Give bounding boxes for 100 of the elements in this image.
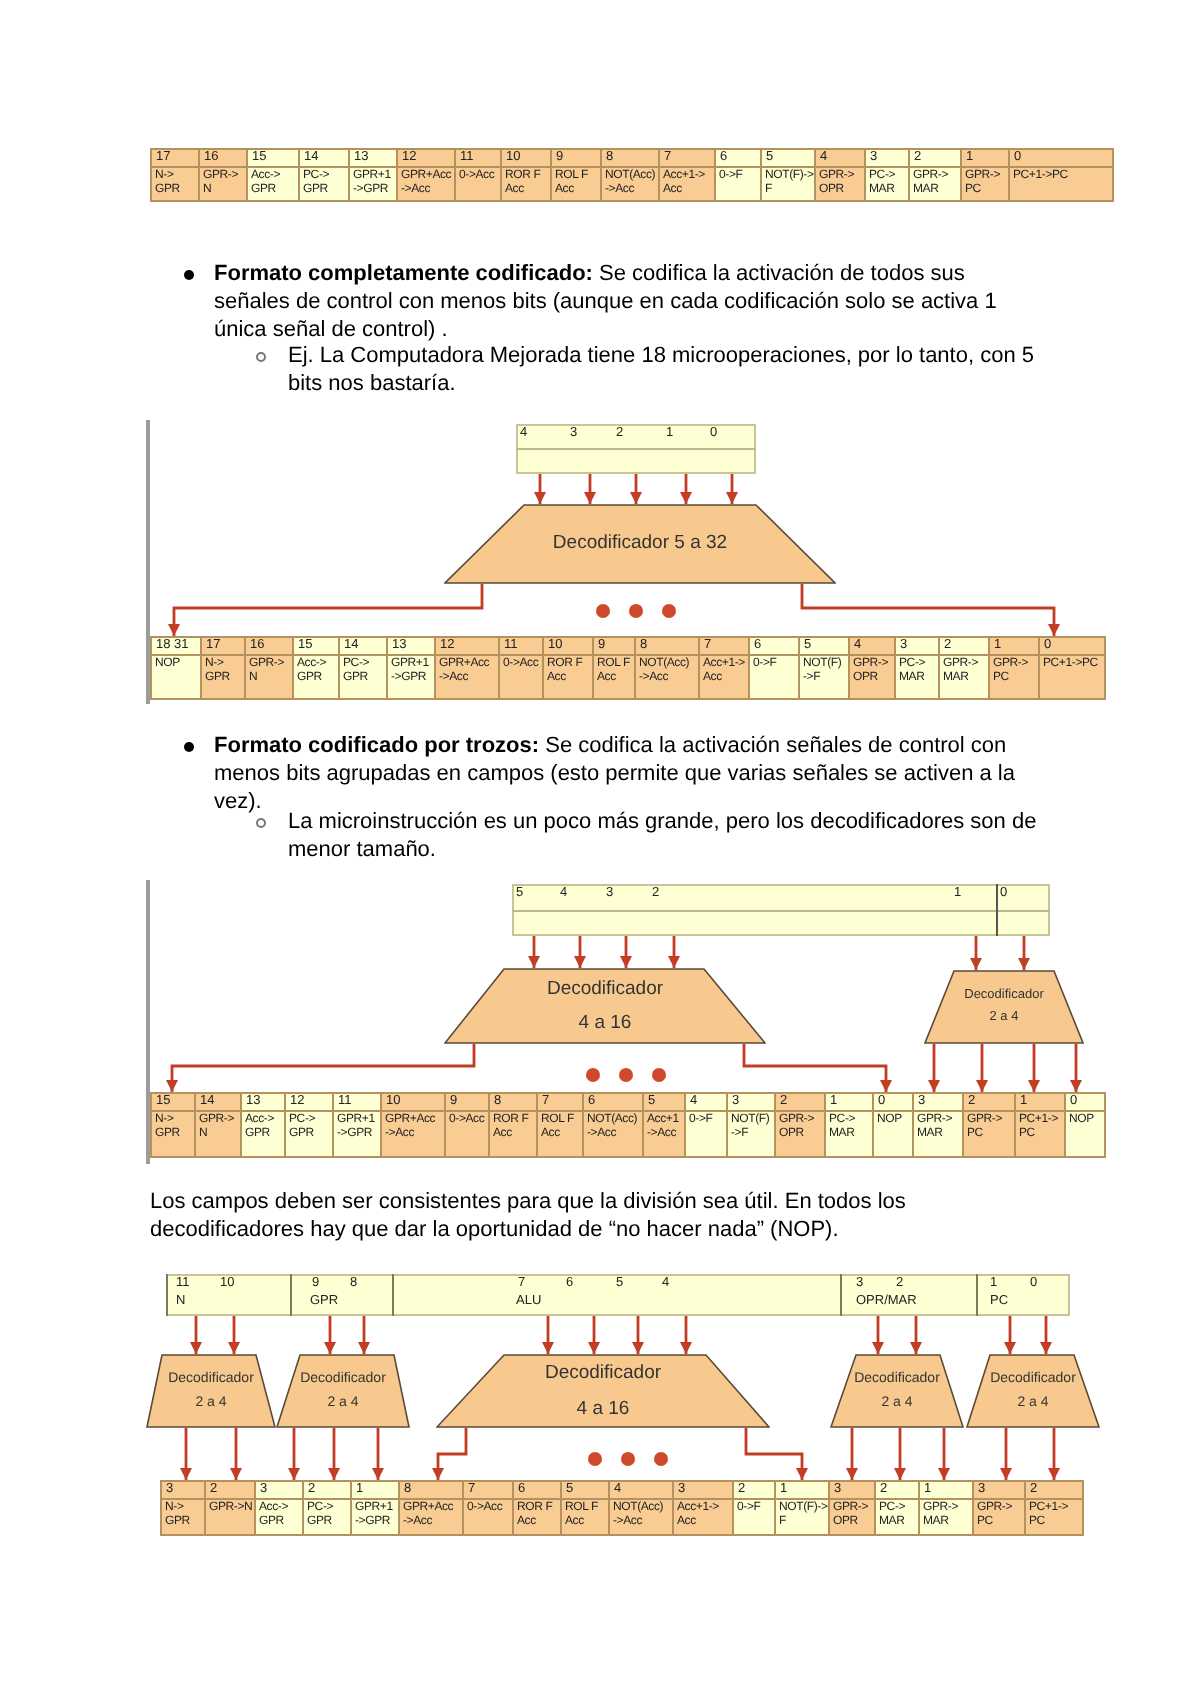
signal-arrow (1070, 1044, 1082, 1092)
microoperation-cell (874, 1092, 914, 1158)
signal-arrow (910, 1316, 922, 1354)
decoder-trapezoid (444, 504, 836, 584)
signal-arrow (166, 1044, 476, 1092)
signal-arrow (584, 474, 596, 504)
signal-arrow (742, 1044, 892, 1092)
microoperation-cell (388, 636, 436, 700)
decoder-label: 4 a 16 (578, 1014, 632, 1033)
register-box (166, 1274, 1070, 1316)
microoperation-cell (700, 636, 750, 700)
microoperation-cell (160, 1480, 206, 1536)
microoperation-cell (830, 1480, 876, 1536)
decoder-label: Decodificador (546, 979, 664, 998)
microoperation-cell (352, 1480, 400, 1536)
microoperation-cell (398, 148, 456, 202)
microoperation-cell (286, 1092, 334, 1158)
paragraph-text: Formato completamente codificado: Se codifica la activación de todos sus señales de control con menos bits (aunque en cada codificación solo se activa 1 única señal de control) . (214, 260, 999, 344)
signal-arrow (542, 1316, 554, 1354)
microoperation-cell (776, 1480, 830, 1536)
signal-arrow (846, 1428, 858, 1480)
microoperation-cell (206, 1480, 256, 1536)
microoperation-cell (242, 1092, 286, 1158)
microoperation-cell (300, 148, 350, 202)
signal-arrow (180, 1428, 192, 1480)
register-box (512, 884, 1050, 936)
decoder-trapezoid (146, 1354, 276, 1428)
signal-arrow (534, 474, 546, 504)
microoperation-cell (446, 1092, 490, 1158)
microoperation-cell (920, 1480, 974, 1536)
signal-arrow (288, 1428, 300, 1480)
decoder-trapezoid (444, 968, 766, 1044)
signal-arrow (872, 1316, 884, 1354)
microoperation-cell (762, 148, 816, 202)
microoperation-cell (728, 1092, 776, 1158)
microoperation-cell (816, 148, 866, 202)
microoperation-cell (1066, 1092, 1106, 1158)
microoperation-cell (914, 1092, 964, 1158)
signal-arrow (372, 1428, 384, 1480)
signal-arrow (744, 1428, 808, 1480)
signal-arrow (574, 936, 586, 968)
signal-arrow (970, 936, 982, 970)
signal-arrow (1004, 1316, 1016, 1354)
microoperation-cell (716, 148, 762, 202)
microoperation-cell (876, 1480, 920, 1536)
signal-arrow (588, 1316, 600, 1354)
microoperation-cell (334, 1092, 382, 1158)
signal-arrow (1048, 1428, 1060, 1480)
microoperation-cell (1010, 148, 1114, 202)
microoperation-cell (562, 1480, 610, 1536)
microoperation-cell (436, 636, 500, 700)
microoperation-cell (660, 148, 716, 202)
decoder-trapezoid (436, 1354, 770, 1428)
microoperation-cell (150, 148, 200, 202)
microoperation-cell (674, 1480, 734, 1536)
decoder-label: 4 a 16 (576, 1399, 630, 1418)
microoperation-cell (896, 636, 940, 700)
microoperation-cell (776, 1092, 826, 1158)
microoperation-cell (610, 1480, 674, 1536)
paragraph-text: Formato codificado por trozos: Se codifica la activación señales de control con menos bits agrupadas en campos (esto permite que varias señales se activen a la vez). (214, 732, 1015, 814)
microoperation-cell (974, 1480, 1026, 1536)
microoperation-cell (196, 1092, 242, 1158)
signal-arrow (230, 1428, 242, 1480)
signal-arrow (328, 1428, 340, 1480)
microoperation-cell (910, 148, 962, 202)
microoperation-cell (1016, 1092, 1066, 1158)
decoder-trapezoid (966, 1354, 1100, 1428)
paragraph-text: Ej. La Computadora Mejorada tiene 18 microoperaciones, por lo tanto, con 5 bits nos bastaría. (288, 342, 1036, 398)
microoperation-cell (294, 636, 340, 700)
microoperation-cell (500, 636, 544, 700)
microoperation-cell (382, 1092, 446, 1158)
microoperation-cell (750, 636, 800, 700)
signal-arrow (632, 1316, 644, 1354)
microoperation-cell (734, 1480, 776, 1536)
signal-arrow (680, 1316, 692, 1354)
microoperation-cell (644, 1092, 686, 1158)
signal-arrow (228, 1316, 240, 1354)
microoperation-cell (200, 148, 248, 202)
microoperation-cell (552, 148, 602, 202)
microoperation-cell (602, 148, 660, 202)
signal-arrow (528, 936, 540, 968)
microoperation-cell (464, 1480, 514, 1536)
microoperation-cell (150, 636, 202, 700)
microoperation-cell (538, 1092, 584, 1158)
signal-arrow (620, 936, 632, 968)
signal-arrow (938, 1428, 950, 1480)
signal-arrow (668, 936, 680, 968)
microoperation-cell (246, 636, 294, 700)
microoperation-cell (850, 636, 896, 700)
signal-arrow (630, 474, 642, 504)
microoperation-cell (584, 1092, 644, 1158)
decoder-label: Decodificador (544, 1364, 662, 1383)
decoder-trapezoid (924, 970, 1084, 1044)
microoperation-cell (400, 1480, 464, 1536)
signal-arrow (190, 1316, 202, 1354)
microoperation-cell (456, 148, 502, 202)
microoperation-cell (636, 636, 700, 700)
decoder-label: Decodificador 5 a 32 (552, 534, 728, 554)
microoperation-cell (962, 148, 1010, 202)
microoperation-cell (940, 636, 990, 700)
